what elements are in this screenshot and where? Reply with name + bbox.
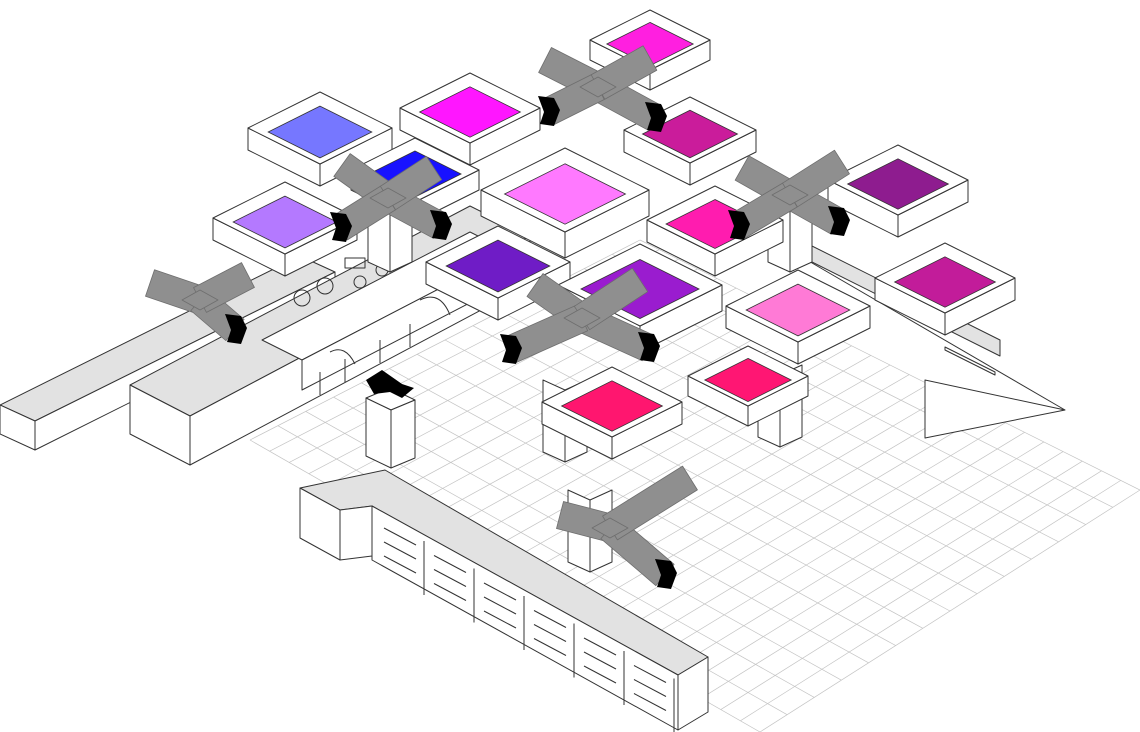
duct-cap <box>538 96 560 126</box>
skylight-box <box>623 96 757 186</box>
drawer-handle <box>383 527 417 546</box>
drawer-handle <box>533 610 567 628</box>
drawer-handle <box>383 541 417 560</box>
duct-joint <box>181 289 219 311</box>
skylight-box <box>480 147 650 259</box>
skylight-glass <box>560 380 664 432</box>
duct-joint <box>369 187 407 209</box>
skylight-box <box>212 181 358 277</box>
drawer-handle <box>533 638 567 656</box>
ventilation-ducts <box>145 45 850 589</box>
drawer-handle <box>483 610 517 629</box>
drawer-handle <box>633 665 667 683</box>
skylight-box <box>827 144 969 238</box>
duct-assembly <box>330 153 452 242</box>
duct-assembly <box>538 45 667 132</box>
drawer-handle <box>383 555 417 574</box>
skylight-boxes <box>212 9 1016 460</box>
skylight-glass <box>893 256 997 308</box>
duct-assembly <box>500 267 660 364</box>
drawer-fronts <box>383 527 675 732</box>
floor-line <box>639 239 1140 491</box>
duct-joint <box>563 307 601 329</box>
duct-cap <box>645 102 667 132</box>
duct-cap <box>430 210 452 240</box>
skylight-glass <box>846 158 950 210</box>
floor-line <box>500 311 1005 577</box>
skylight-glass <box>703 357 793 403</box>
drawer-handle <box>483 582 517 601</box>
skylight-box <box>425 225 571 321</box>
drawer-handle <box>433 569 467 587</box>
skylight-box <box>541 366 683 460</box>
duct-cap <box>728 210 750 240</box>
drawer-handle <box>483 596 517 615</box>
skylight-box <box>874 242 1016 336</box>
duct-cap <box>638 332 660 362</box>
duct-cap <box>225 314 247 344</box>
skylight-box <box>725 269 871 365</box>
drawer-handle <box>583 665 617 684</box>
duct-assembly <box>145 262 255 344</box>
drawer-handle <box>583 651 617 670</box>
skylight-box <box>399 72 541 166</box>
duct-joint <box>771 184 809 206</box>
duct-cap <box>330 212 352 242</box>
skylight-box <box>687 345 809 427</box>
duct-joint <box>579 76 617 98</box>
duct-cap <box>500 334 522 364</box>
drawer-handle <box>433 583 467 601</box>
skylight-glass <box>267 105 373 159</box>
skylight-glass <box>232 195 338 249</box>
skylight-glass <box>745 283 851 337</box>
drawer-handle <box>583 637 617 656</box>
duct-assembly <box>556 465 698 589</box>
duct-cap <box>655 559 677 589</box>
skylight-glass <box>503 163 627 225</box>
front-drawer-counter <box>299 469 709 732</box>
small-column-block <box>365 370 416 469</box>
skylight-glass <box>418 86 522 138</box>
duct-joint <box>591 517 629 539</box>
drawer-handle <box>633 679 667 697</box>
floor-line <box>444 339 951 612</box>
drawer-handle <box>533 624 567 642</box>
drawer-handle <box>633 693 667 711</box>
floor-line <box>472 325 978 595</box>
skylight-glass <box>445 239 551 293</box>
duct-assembly <box>728 149 850 240</box>
duct-cap <box>828 206 850 236</box>
drawer-handle <box>433 555 467 573</box>
